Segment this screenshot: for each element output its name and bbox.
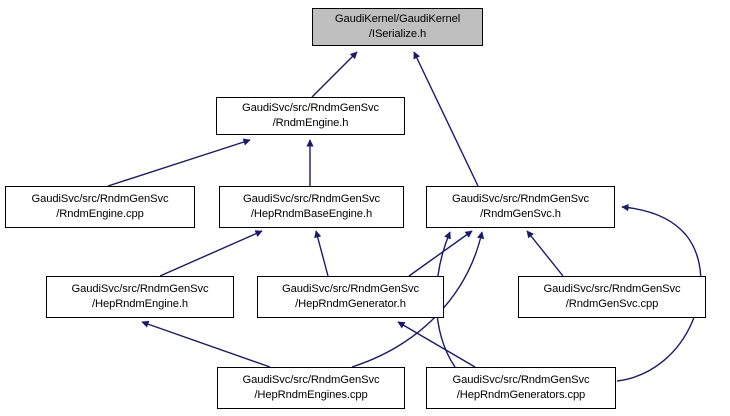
node-label-line1: GaudiSvc/src/RndmGenSvc	[242, 101, 379, 114]
edge-rndmengine-h-to-iserialize	[311, 51, 358, 98]
node-label-line2: /RndmGenSvc.cpp	[565, 298, 659, 310]
edge-heprndmengine-h-to-heprndmbaseengine-h	[159, 230, 263, 277]
edge-rndmengine-cpp-to-rndmengine-h	[107, 138, 251, 187]
node-label-line1: GaudiSvc/src/RndmGenSvc	[243, 192, 380, 205]
edge-heprndmengines-cpp-to-heprndmengine-h	[141, 320, 271, 368]
edge-rndmgensvc-cpp-to-rndmgensvc-h	[526, 230, 564, 277]
node-label-line2: /RndmEngine.h	[272, 117, 349, 129]
node-label-line2: /HepRndmGenerators.cpp	[456, 389, 586, 401]
node-label-line1: GaudiSvc/src/RndmGenSvc	[282, 282, 419, 295]
edge-heprndmgenerator-h-to-heprndmbaseengine-h	[314, 230, 329, 277]
node-label-line2: /HepRndmEngine.h	[91, 298, 189, 310]
node-label-line2: /ISerialize.h	[368, 28, 427, 40]
node-rndmgensvc-cpp[interactable]: GaudiSvc/src/RndmGenSvc /RndmGenSvc.cpp	[518, 276, 706, 318]
node-label-line1: GaudiSvc/src/RndmGenSvc	[543, 282, 681, 295]
edge-heprndmgenerators-cpp-to-heprndmgenerator-h	[397, 321, 476, 368]
node-heprndmgenerators-cpp[interactable]: GaudiSvc/src/RndmGenSvc /HepRndmGenerato…	[426, 367, 616, 409]
node-label-line1: GaudiKernel/GaudiKernel	[334, 12, 461, 25]
node-label-line2: /HepRndmGenerator.h	[295, 298, 406, 310]
node-label-line1: GaudiSvc/src/RndmGenSvc	[71, 282, 209, 295]
node-label-line2: /HepRndmEngines.cpp	[254, 389, 368, 401]
node-rndmengine-h[interactable]: GaudiSvc/src/RndmGenSvc /RndmEngine.h	[216, 97, 405, 135]
node-label-line2: /HepRndmBaseEngine.h	[250, 208, 373, 220]
edge-rndmgensvc-h-to-iserialize	[413, 51, 479, 187]
node-heprndmengine-h[interactable]: GaudiSvc/src/RndmGenSvc /HepRndmEngine.h	[46, 276, 234, 318]
node-heprndmengines-cpp[interactable]: GaudiSvc/src/RndmGenSvc /HepRndmEngines.…	[217, 367, 405, 409]
node-label-line1: GaudiSvc/src/RndmGenSvc	[242, 373, 380, 386]
node-label-line2: /RndmEngine.cpp	[56, 208, 144, 220]
node-label-line1: GaudiSvc/src/RndmGenSvc	[31, 192, 169, 205]
node-label-line1: GaudiSvc/src/RndmGenSvc	[452, 192, 589, 205]
node-rndmengine-cpp[interactable]: GaudiSvc/src/RndmGenSvc /RndmEngine.cpp	[5, 186, 195, 228]
node-heprndmbaseengine-h[interactable]: GaudiSvc/src/RndmGenSvc /HepRndmBaseEngi…	[219, 186, 404, 228]
node-label-line2: /RndmGenSvc.h	[480, 208, 561, 220]
edge-heprndmgenerator-h-to-rndmgensvc-h	[408, 230, 473, 277]
node-rndmgensvc-h[interactable]: GaudiSvc/src/RndmGenSvc /RndmGenSvc.h	[426, 186, 615, 228]
node-iserialize-h[interactable]: GaudiKernel/GaudiKernel /ISerialize.h	[312, 8, 483, 46]
node-label-line1: GaudiSvc/src/RndmGenSvc	[452, 373, 590, 386]
node-heprndmgenerator-h[interactable]: GaudiSvc/src/RndmGenSvc /HepRndmGenerato…	[257, 276, 444, 318]
